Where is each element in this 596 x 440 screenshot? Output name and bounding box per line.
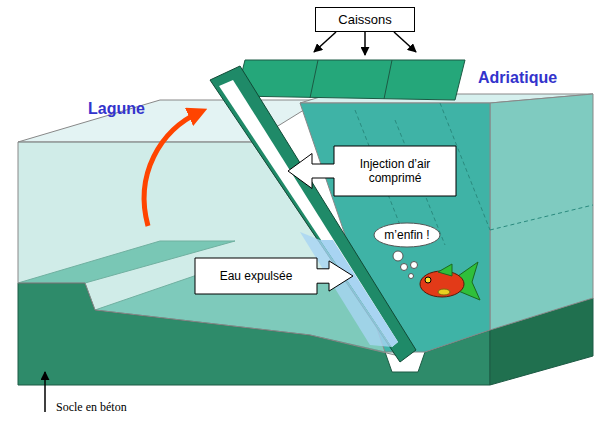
- node-text: Caissons: [338, 13, 391, 27]
- leader-arrow: [364, 32, 366, 55]
- sea-side-face: [490, 94, 593, 330]
- gate-caisson: [210, 66, 416, 362]
- part-label: Socle en béton: [56, 400, 127, 415]
- bubble: [393, 251, 403, 261]
- fish-fin: [438, 289, 450, 295]
- caisson-divider: [310, 60, 318, 98]
- bubble: [409, 274, 414, 279]
- leader-arrow: [394, 32, 416, 52]
- caisson-divider: [384, 60, 392, 99]
- node-text: m’enfin !: [373, 222, 441, 248]
- fish-body: [420, 271, 464, 297]
- leader-arrow: [314, 32, 336, 52]
- fish-fin: [438, 264, 452, 276]
- bubble: [401, 264, 408, 271]
- rotation-arrow: [144, 112, 200, 226]
- callout-outline: [288, 146, 456, 196]
- caissons-box: Caissons: [315, 7, 415, 32]
- caissons-band: [236, 60, 465, 100]
- node-text: Eau expulsée: [195, 258, 317, 294]
- pointer-arrow: [44, 372, 46, 412]
- callout-box: Eau expulsée: [195, 258, 353, 294]
- callout-outline: [195, 258, 353, 294]
- ramp-line: [490, 205, 593, 230]
- node-text: Injection d’air comprimé: [336, 146, 454, 196]
- fish-eye: [425, 277, 431, 283]
- region-label: Lagune: [88, 100, 145, 118]
- speech-bubble: m’enfin !: [373, 222, 441, 248]
- gate-air-chamber: [219, 80, 398, 347]
- callout-box: Injection d’air comprimé: [288, 146, 456, 196]
- bubble: [411, 262, 418, 269]
- gate-water: [320, 240, 398, 347]
- region-label: Adriatique: [478, 69, 557, 87]
- bubble-outline: [374, 223, 440, 247]
